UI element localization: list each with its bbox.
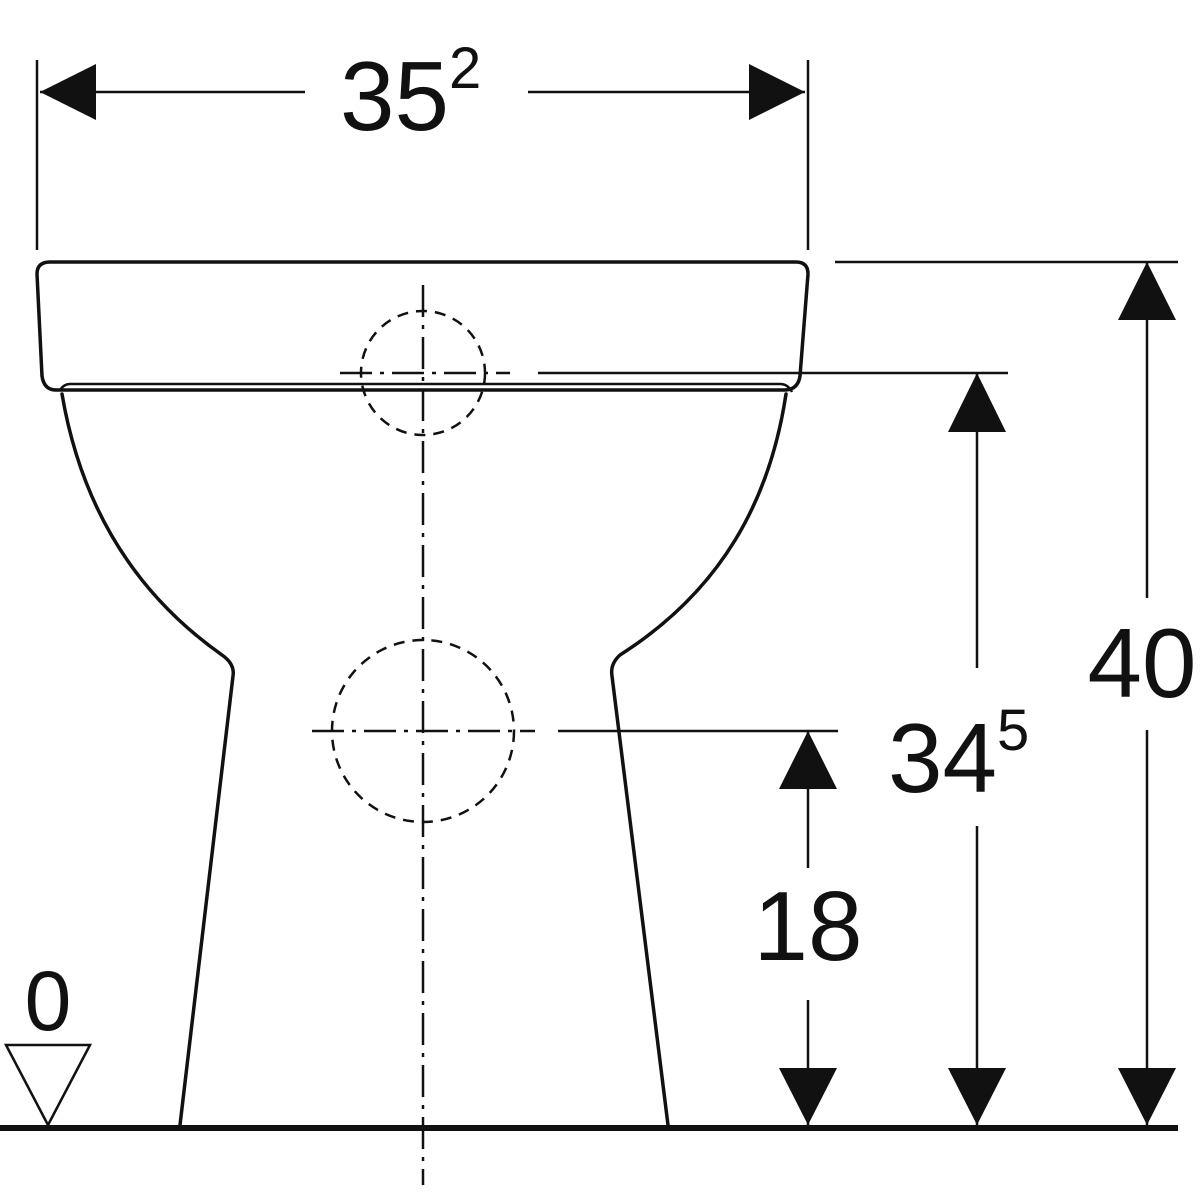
inlet-height-superscript: 5 <box>997 698 1029 763</box>
outlet-height-dimension: 18 <box>558 729 863 1125</box>
rim-inner-line <box>58 382 794 393</box>
total-height-dimension: 40 <box>835 260 1197 1125</box>
width-superscript: 2 <box>449 36 481 101</box>
total-height-label: 40 <box>1087 608 1196 718</box>
inlet-height-arrow-top <box>948 373 1006 432</box>
toilet-bowl-right <box>609 392 788 1127</box>
total-height-arrow-top <box>1118 262 1176 320</box>
floor-level-marker: 0 <box>3 954 93 1128</box>
inlet-connection-circle <box>359 309 487 437</box>
outlet-height-label: 18 <box>753 871 862 981</box>
toilet-outline <box>35 260 810 1127</box>
width-dimension: 352 <box>35 36 810 250</box>
width-arrow-left <box>40 64 96 120</box>
inlet-height-arrow-bottom <box>948 1068 1006 1125</box>
outlet-connection-circle <box>330 638 516 824</box>
toilet-rim <box>35 260 810 392</box>
inlet-height-dimension: 345 <box>538 371 1029 1125</box>
total-height-arrow-bottom <box>1118 1068 1176 1125</box>
width-label: 352 <box>340 36 481 151</box>
outlet-height-arrow-top <box>779 731 837 789</box>
floor-level-triangle <box>3 1043 93 1128</box>
toilet-bowl-left <box>60 392 236 1127</box>
hidden-connections <box>330 309 516 824</box>
width-arrow-right <box>749 64 805 120</box>
centerlines <box>312 285 535 1185</box>
inlet-height-label: 345 <box>888 698 1029 813</box>
width-value: 35 <box>340 41 449 151</box>
inlet-height-value: 34 <box>888 703 997 813</box>
floor-level-label: 0 <box>25 954 72 1048</box>
outlet-height-arrow-bottom <box>779 1068 837 1125</box>
